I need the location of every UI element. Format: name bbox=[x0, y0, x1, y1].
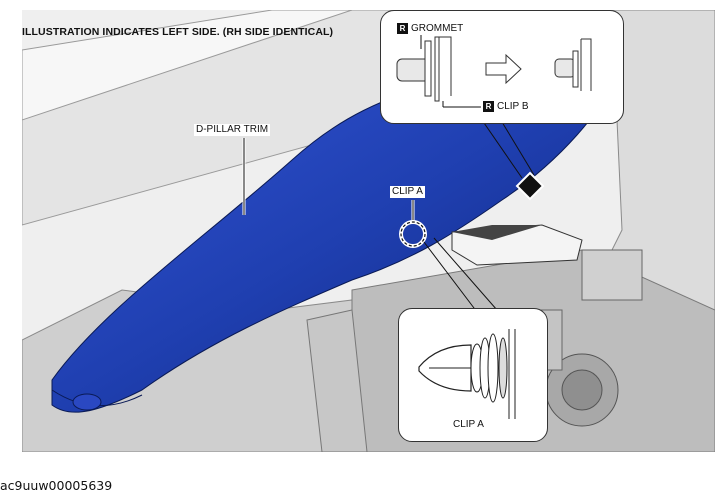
leader-lines bbox=[242, 119, 545, 313]
replace-tag-clip-b: R bbox=[483, 101, 494, 112]
clip-a-label: CLIP A bbox=[390, 186, 425, 198]
d-pillar-trim-label: D-PILLAR TRIM bbox=[194, 124, 271, 136]
grommet-clip-drawing bbox=[396, 31, 592, 108]
clip-b-text: CLIP B bbox=[497, 101, 529, 113]
replace-tag-grommet: R bbox=[397, 23, 408, 34]
reference-code: ac9uuw00005639 bbox=[0, 478, 113, 493]
clip-a-detail-label: CLIP A bbox=[451, 419, 486, 431]
clip-a-drawing bbox=[418, 329, 516, 419]
grommet-text: GROMMET bbox=[411, 23, 464, 35]
illustration-note: ILLUSTRATION INDICATES LEFT SIDE. (RH SI… bbox=[22, 26, 334, 38]
detail-clip-a: CLIP A bbox=[398, 308, 548, 442]
